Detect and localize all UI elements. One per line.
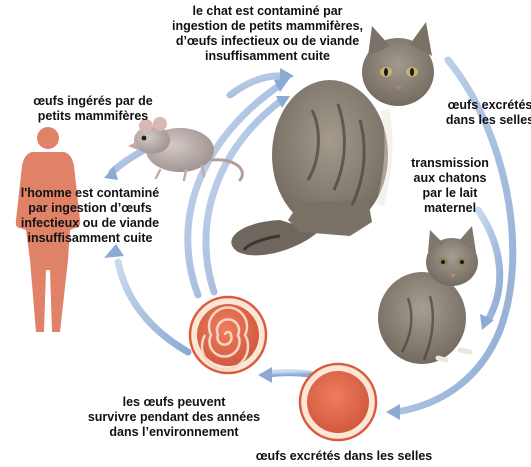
arrow-egg-to-cat-b [206, 100, 282, 292]
label-eggs-survive: les œufs peuvent survivre pendant des an… [68, 395, 280, 440]
arrowhead-env [258, 367, 272, 383]
kitten-icon [378, 226, 478, 364]
label-human-infection: l'homme est contaminé par ingestion d’œu… [4, 186, 176, 246]
label-eggs-excreted-bottom: œufs excrétés dans les selles [214, 449, 474, 464]
arrowhead-human [104, 244, 124, 258]
arrowhead-egg [386, 404, 400, 420]
arrow-cat-to-kitten [478, 210, 500, 320]
label-transmission-kittens: transmission aux chatons par le lait mat… [395, 156, 505, 216]
label-eggs-excreted-right: œufs excrétés dans les selles [425, 98, 531, 128]
label-eggs-ingested: œufs ingérés par de petits mammifères [18, 94, 168, 124]
label-cat-infection: le chat est contaminé par ingestion de p… [150, 4, 385, 64]
plain-egg-icon [300, 364, 376, 440]
arrow-egg-to-human [118, 262, 188, 352]
spiral-egg-icon [190, 297, 266, 373]
arrow-egg-to-env [268, 373, 310, 375]
